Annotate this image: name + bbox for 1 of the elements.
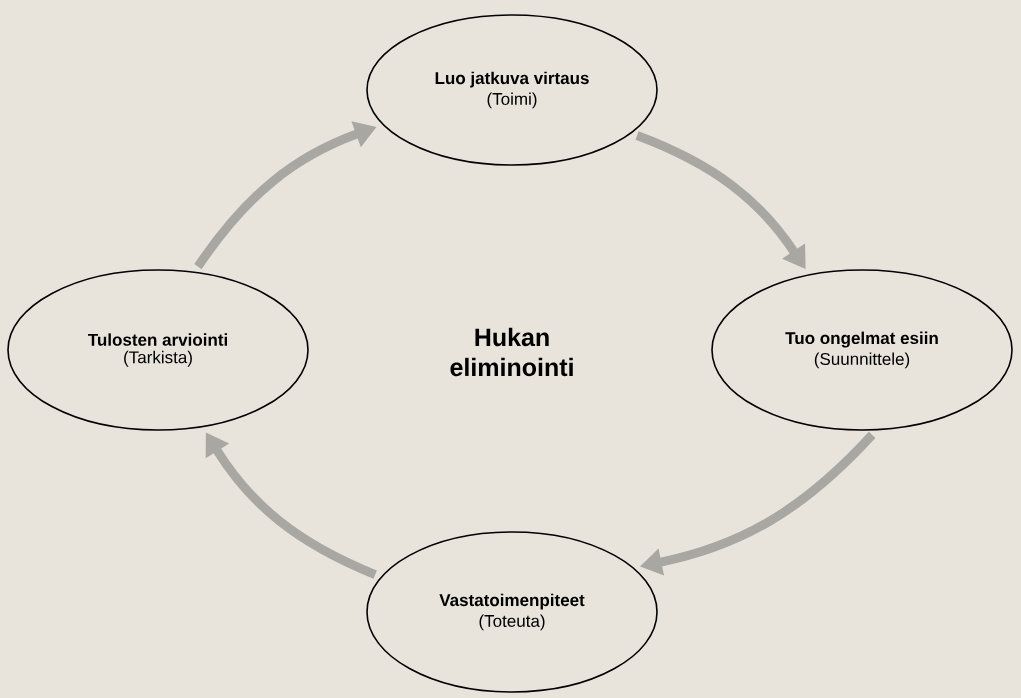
center-label: Hukan eliminointi	[450, 327, 573, 377]
